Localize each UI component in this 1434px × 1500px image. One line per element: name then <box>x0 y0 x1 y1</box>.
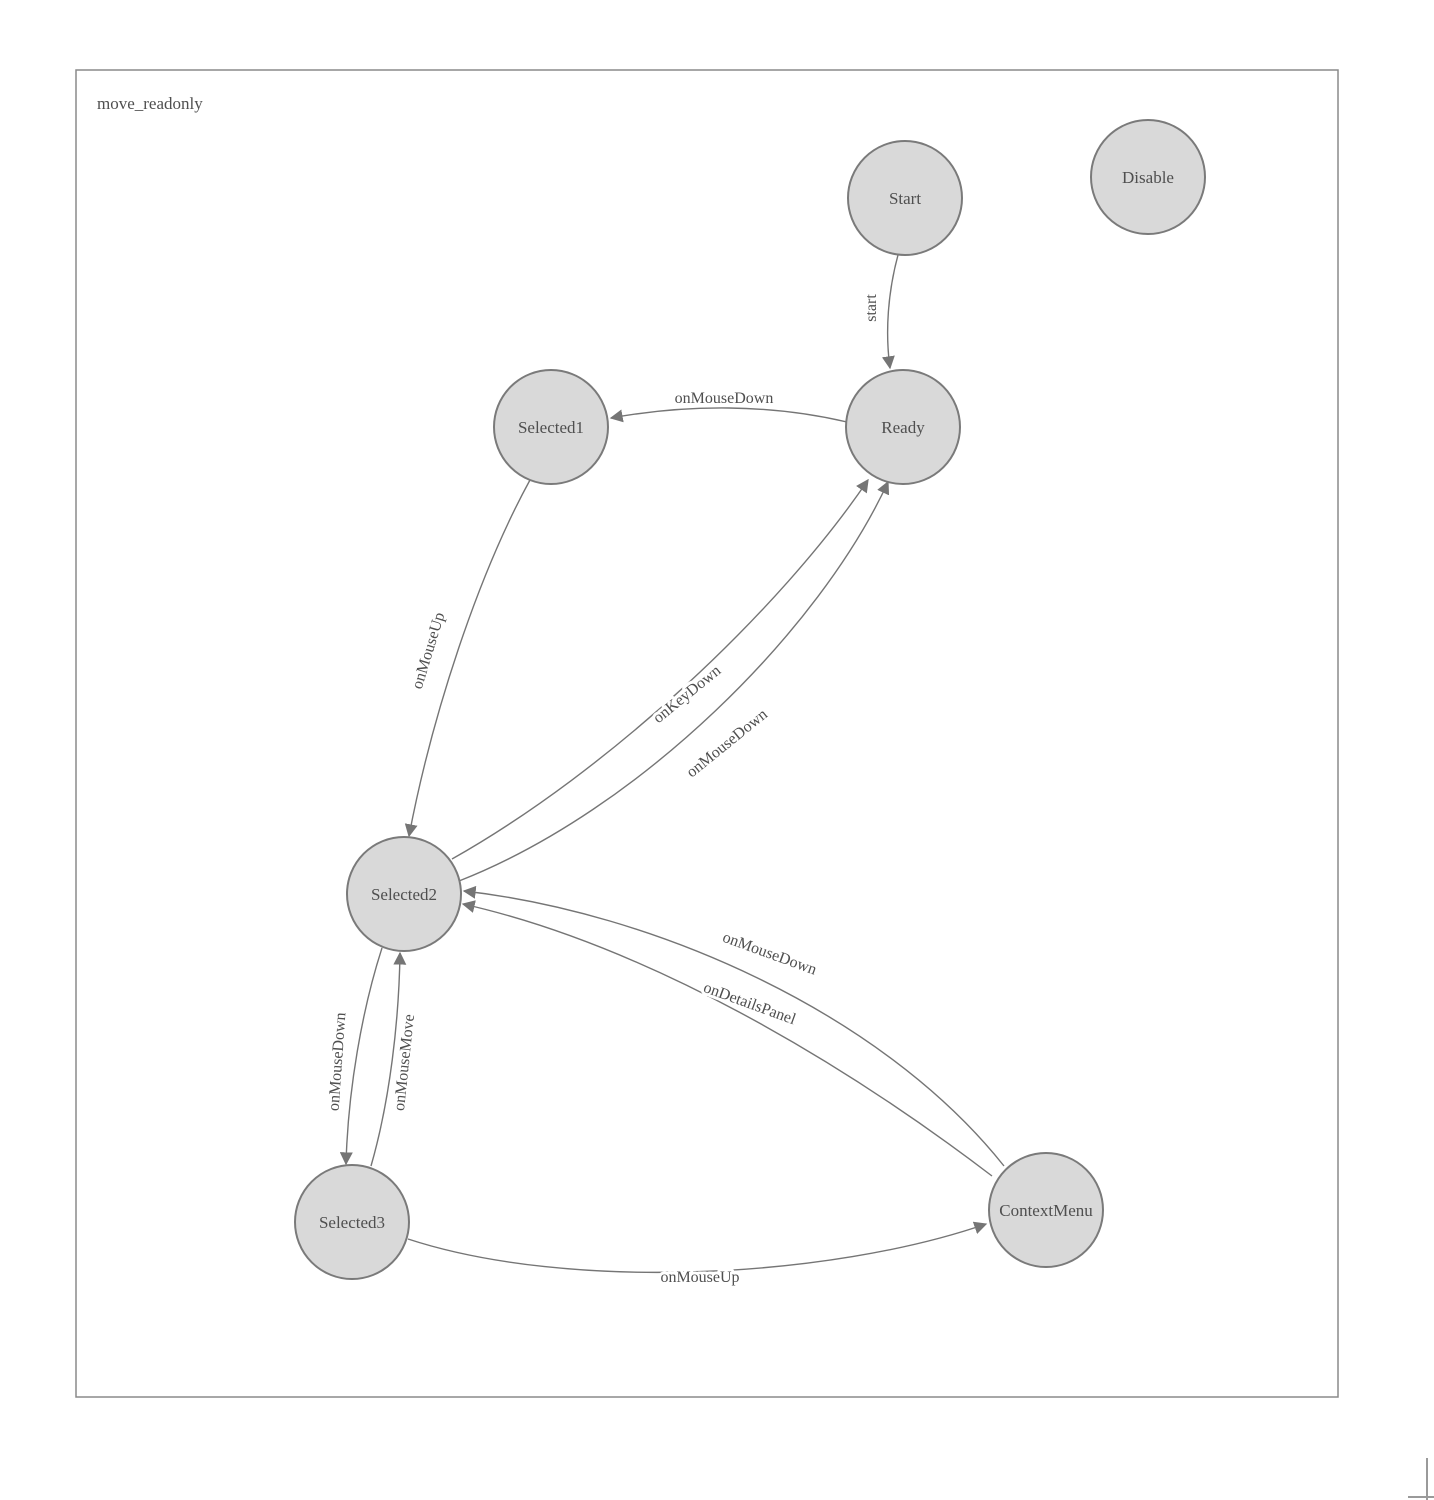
state-circle-Selected3[interactable] <box>294 1164 410 1280</box>
state-circle-Start[interactable] <box>847 140 963 256</box>
diagram-title: move_readonly <box>97 94 203 113</box>
transition-Start-to-Ready[interactable] <box>881 254 899 370</box>
state-node-Selected2[interactable]: Selected2 <box>346 836 462 952</box>
state-node-Selected1[interactable]: Selected1 <box>493 369 609 485</box>
transition-Selected3-to-ContextMenu[interactable] <box>407 1221 988 1274</box>
state-node-Selected3[interactable]: Selected3 <box>294 1164 410 1280</box>
state-node-Start[interactable]: Start <box>847 140 963 256</box>
state-node-ContextMenu[interactable]: ContextMenu <box>988 1152 1104 1268</box>
scrollbar-corner-vertical <box>1426 1458 1428 1500</box>
transition-Selected2-to-Ready[interactable] <box>451 478 869 860</box>
transition-ContextMenu-to-Selected2[interactable] <box>461 900 993 1177</box>
state-node-Ready[interactable]: Ready <box>845 369 961 485</box>
transition-Selected2-to-Ready[interactable] <box>458 480 890 882</box>
state-circle-Ready[interactable] <box>845 369 961 485</box>
state-label-Selected3: Selected3 <box>319 1213 385 1232</box>
state-label-Selected1: Selected1 <box>518 418 584 437</box>
state-circle-ContextMenu[interactable] <box>988 1152 1104 1268</box>
transition-label-onMouseDown: onMouseDown <box>675 390 774 407</box>
state-node-Disable[interactable]: Disable <box>1090 119 1206 235</box>
state-label-ContextMenu: ContextMenu <box>999 1201 1093 1220</box>
state-label-Ready: Ready <box>881 418 925 437</box>
transition-label-onMouseUp: onMouseUp <box>660 1269 739 1286</box>
state-label-Start: Start <box>889 189 921 208</box>
transition-ContextMenu-to-Selected2[interactable] <box>462 885 1005 1167</box>
diagram-frame <box>75 69 1339 1398</box>
transition-Ready-to-Selected1[interactable] <box>609 407 848 423</box>
transition-Selected2-to-Selected3[interactable] <box>339 947 383 1166</box>
transition-label-start: start <box>863 294 880 322</box>
scrollbar-corner-horizontal <box>1408 1496 1434 1498</box>
state-label-Disable: Disable <box>1122 168 1174 187</box>
transition-Selected1-to-Selected2[interactable] <box>404 479 531 838</box>
state-label-Selected2: Selected2 <box>371 885 437 904</box>
state-circle-Selected1[interactable] <box>493 369 609 485</box>
state-circle-Selected2[interactable] <box>346 836 462 952</box>
state-circle-Disable[interactable] <box>1090 119 1206 235</box>
transition-Selected3-to-Selected2[interactable] <box>370 951 407 1167</box>
